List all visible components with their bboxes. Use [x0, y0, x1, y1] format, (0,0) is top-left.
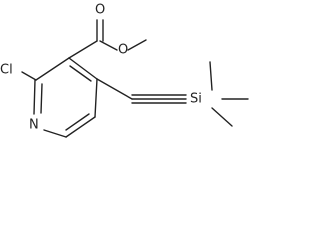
- bond-c4-alkyne: [96, 78, 133, 100]
- bond-c2-cl: [21, 71, 37, 81]
- atom-label-o-carbonyl: O: [95, 3, 105, 18]
- atom-label-o-ester: O: [118, 43, 128, 58]
- bond-c3-c4: [68, 57, 98, 80]
- bond-o-methyl: [127, 39, 147, 51]
- bond-c5-c6: [65, 116, 96, 138]
- bond-carbonyl-o-single: [99, 40, 118, 51]
- bond-n-c2-inner: [40, 83, 43, 114]
- bond-si-methyl-up: [209, 61, 213, 91]
- tms-ethynyl-group: [96, 61, 249, 127]
- bond-c6-n: [43, 129, 67, 138]
- bond-c3-c4-inner: [69, 65, 92, 82]
- bond-n-c2: [33, 79, 36, 115]
- atom-label-n: N: [29, 118, 39, 133]
- bond-c4-c5: [94, 78, 98, 118]
- pyridine-ring: [33, 57, 98, 138]
- chemical-structure: Cl O O N Si: [0, 3, 249, 138]
- atom-label-si: Si: [190, 92, 202, 107]
- bond-c2-c3: [35, 57, 70, 81]
- bond-si-methyl-down: [211, 107, 233, 127]
- atom-label-cl: Cl: [0, 63, 13, 78]
- methyl-ester-group: [68, 19, 147, 59]
- bond-c5-c6-inner: [65, 113, 90, 131]
- bond-c3-carbonyl: [68, 40, 98, 59]
